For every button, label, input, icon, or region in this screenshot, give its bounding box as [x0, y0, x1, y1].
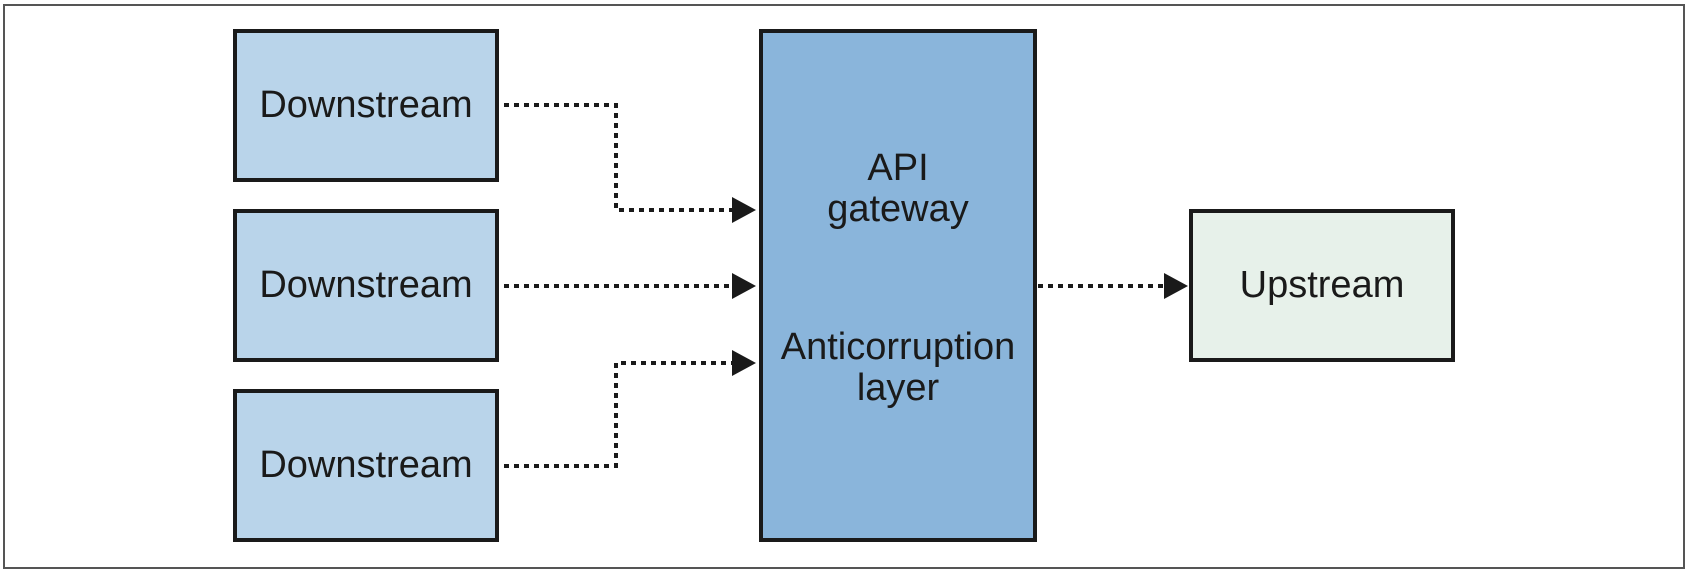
arrowhead-upstream: [1164, 273, 1188, 299]
gateway-label-line-3: Anticorruption: [781, 326, 1015, 368]
upstream-label: Upstream: [1240, 264, 1405, 306]
downstream-box-2: [233, 209, 499, 362]
gateway-box: [759, 29, 1037, 542]
downstream-box-1: [233, 29, 499, 182]
downstream-label-3: Downstream: [259, 444, 472, 486]
arrowhead-downstream-1: [732, 197, 756, 223]
downstream-label-1: Downstream: [259, 84, 472, 126]
downstream-node-1: Downstream: [233, 29, 499, 182]
arrowhead-downstream-2: [732, 273, 756, 299]
downstream-node-2: Downstream: [233, 209, 499, 362]
connector-downstream-3-to-gateway: [504, 361, 734, 468]
upstream-node: Upstream: [1189, 209, 1455, 362]
connector-downstream-1-to-gateway: [504, 103, 734, 212]
gateway-label-line-1: API: [867, 147, 928, 189]
downstream-label-2: Downstream: [259, 264, 472, 306]
upstream-box: [1189, 209, 1455, 362]
downstream-node-3: Downstream: [233, 389, 499, 542]
gateway-label-line-2: gateway: [827, 188, 969, 230]
gateway-label-line-4: layer: [857, 367, 940, 409]
gateway-node: API gateway Anticorruption layer: [759, 29, 1037, 542]
arrowhead-downstream-3: [732, 350, 756, 376]
downstream-box-3: [233, 389, 499, 542]
